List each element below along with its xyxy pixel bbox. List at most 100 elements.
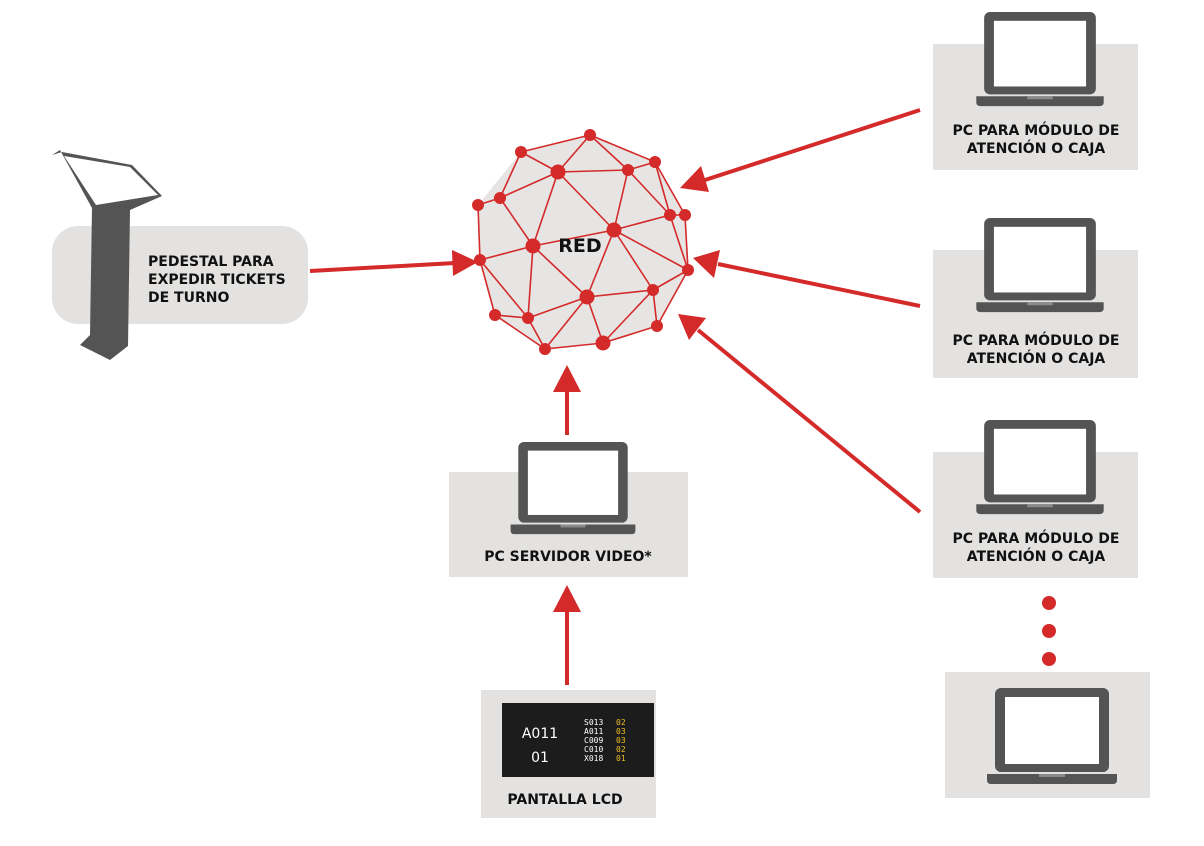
network-link	[477, 204, 481, 261]
arrow-server-to-network	[553, 365, 581, 435]
network-link	[494, 314, 546, 350]
network-node	[474, 254, 486, 266]
module-node-2: PC PARA MÓDULO DE ATENCIÓN O CAJA	[933, 218, 1138, 378]
arrow-module2-to-network	[693, 250, 921, 308]
module-label-1: PC PARA MÓDULO DE	[953, 121, 1120, 139]
network-node	[622, 164, 634, 176]
laptop-icon	[987, 688, 1117, 784]
network-link	[557, 169, 629, 173]
network-node	[649, 156, 661, 168]
lcd-row-turn: C009	[584, 736, 603, 745]
network-link	[684, 214, 689, 271]
kiosk-label-3: DE TURNO	[148, 290, 229, 306]
network-link	[586, 296, 604, 344]
network-node	[579, 289, 595, 305]
kiosk-node: PEDESTAL PARA EXPEDIR TICKETS DE TURNO	[52, 150, 308, 360]
laptop-icon	[976, 420, 1104, 515]
module-label-2: ATENCIÓN O CAJA	[967, 349, 1106, 367]
lcd-row-module: 01	[616, 754, 626, 763]
server-label: PC SERVIDOR VIDEO*	[484, 549, 652, 565]
network-sphere: RED	[472, 129, 694, 355]
ellipsis-dots	[1042, 596, 1056, 666]
kiosk-label-1: PEDESTAL PARA	[148, 254, 274, 270]
network-node	[494, 192, 506, 204]
network-link	[544, 296, 588, 350]
network-node	[682, 264, 694, 276]
lcd-row-module: 02	[616, 718, 626, 727]
network-link	[532, 229, 615, 247]
module-label-2: ATENCIÓN O CAJA	[967, 547, 1106, 565]
sphere-fill	[478, 135, 688, 349]
network-link	[613, 229, 689, 271]
network-link	[532, 171, 559, 247]
arrow-lcd-to-server	[553, 585, 581, 685]
arrow-module1-to-network	[680, 108, 921, 192]
lcd-row-module: 03	[616, 727, 626, 736]
kiosk-icon	[52, 150, 162, 360]
network-link	[499, 151, 522, 199]
module-label-2: ATENCIÓN O CAJA	[967, 139, 1106, 157]
arrow-module3-to-network	[678, 314, 922, 514]
lcd-row-module: 03	[616, 736, 626, 745]
module-label-1: PC PARA MÓDULO DE	[953, 331, 1120, 349]
lcd-row-turn: C010	[584, 745, 603, 754]
network-node	[647, 284, 659, 296]
network-link	[499, 171, 559, 199]
network-node	[595, 335, 611, 351]
network-link	[479, 245, 534, 261]
lcd-screen	[502, 703, 654, 777]
network-node	[539, 343, 551, 355]
network-node	[679, 209, 691, 221]
laptop-icon	[510, 442, 636, 535]
network-node	[584, 129, 596, 141]
network-label: RED	[558, 235, 601, 257]
network-link	[499, 197, 534, 247]
network-node	[606, 222, 622, 238]
network-link	[557, 134, 591, 173]
network-link	[613, 229, 654, 291]
laptop-icon	[976, 12, 1104, 107]
network-link	[627, 169, 671, 216]
network-link	[652, 289, 658, 327]
network-link	[654, 161, 671, 216]
network-node	[489, 309, 501, 321]
network-node	[522, 312, 534, 324]
network-link	[479, 259, 496, 316]
network-link	[654, 161, 686, 216]
network-link	[669, 214, 689, 271]
lcd-row-module: 02	[616, 745, 626, 754]
network-link	[520, 134, 591, 153]
network-link	[586, 289, 654, 298]
network-link	[589, 134, 656, 163]
module-node-1: PC PARA MÓDULO DE ATENCIÓN O CAJA	[933, 12, 1138, 170]
lcd-row-turn: A011	[584, 727, 603, 736]
network-link	[527, 296, 588, 319]
kiosk-label-2: EXPEDIR TICKETS	[148, 272, 286, 288]
network-link	[656, 269, 689, 327]
arrow-kiosk-to-network	[309, 250, 478, 276]
module-label-1: PC PARA MÓDULO DE	[953, 529, 1120, 547]
module-node-3: PC PARA MÓDULO DE ATENCIÓN O CAJA	[933, 420, 1138, 578]
network-node	[664, 209, 676, 221]
network-link	[532, 245, 588, 298]
lcd-node: A011 01 S013 02 A011 03 C009 03 C010 02 …	[481, 690, 656, 818]
lcd-row-turn: S013	[584, 718, 603, 727]
network-node	[472, 199, 484, 211]
network-node	[550, 164, 566, 180]
network-link	[479, 259, 529, 319]
network-link	[544, 342, 604, 350]
module-node-4	[945, 672, 1150, 798]
network-link	[613, 169, 629, 231]
network-node	[515, 146, 527, 158]
network-node	[651, 320, 663, 332]
lcd-current-turn: A011	[522, 726, 558, 742]
network-node	[525, 238, 541, 254]
network-link	[602, 289, 654, 344]
network-link	[589, 134, 629, 171]
lcd-label: PANTALLA LCD	[507, 792, 622, 808]
network-link	[602, 325, 658, 344]
network-link	[527, 245, 534, 319]
lcd-row-turn: X018	[584, 754, 603, 763]
network-link	[652, 269, 689, 291]
